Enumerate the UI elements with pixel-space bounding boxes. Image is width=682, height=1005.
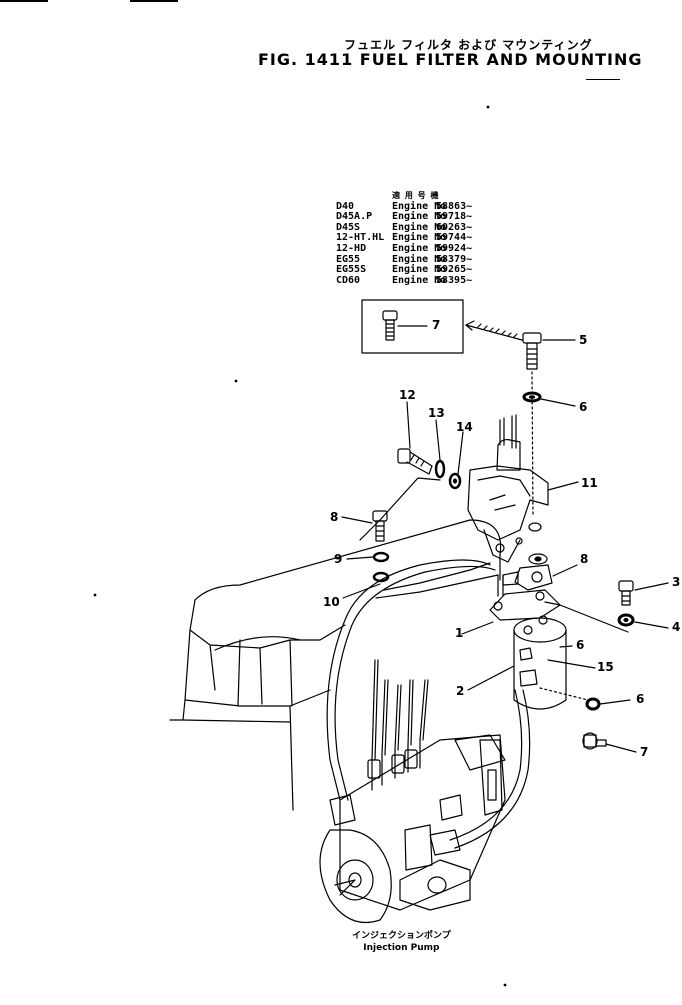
serial-table-header: 適 用 号 機	[392, 191, 439, 200]
top-edge-line-left	[0, 0, 48, 2]
callout-6-low: 6	[636, 692, 645, 706]
leader-12	[406, 401, 411, 449]
alignment-line-low	[539, 687, 589, 701]
callout-15: 15	[597, 660, 614, 674]
alignment-line	[531, 371, 534, 516]
callout-8-right: 8	[580, 552, 589, 566]
top-edge-line-right	[130, 0, 178, 2]
injection-pump-icon	[319, 659, 506, 924]
title-underline	[586, 79, 620, 80]
callout-2: 2	[456, 684, 465, 698]
washer-6-low-icon	[585, 697, 601, 711]
leader-13	[435, 419, 441, 461]
callout-14: 14	[456, 420, 473, 434]
fuel-filter-icon	[513, 615, 567, 710]
callout-8-left: 8	[330, 510, 339, 524]
leader-6-top	[540, 398, 576, 407]
leader-7-low	[605, 743, 637, 753]
callout-4: 4	[672, 620, 681, 634]
callout-11: 11	[581, 476, 598, 490]
callout-7-inset: 7	[432, 318, 441, 332]
washer-4-icon	[617, 613, 635, 627]
explode-line	[359, 477, 441, 541]
leader-14	[457, 431, 464, 475]
leader-4	[634, 621, 669, 629]
engine-block-outline	[169, 519, 502, 811]
bolt-7-low-icon	[582, 732, 607, 750]
leader-11	[547, 481, 579, 491]
washer-10-icon	[372, 571, 390, 583]
caption-english: Injection Pump	[363, 943, 440, 953]
leader-8-left	[341, 516, 373, 524]
bolt-5-icon	[522, 332, 542, 370]
callout-6-top: 6	[579, 400, 588, 414]
inset-arrow	[465, 320, 523, 341]
callout-1: 1	[455, 626, 464, 640]
leader-6-low	[599, 699, 631, 705]
filter-bracket-icon	[489, 589, 629, 633]
bracket-line-2	[375, 574, 499, 599]
inset-box	[361, 299, 464, 354]
leader-6-mid	[559, 645, 573, 648]
fitting-8-right-icon	[502, 553, 553, 591]
bolt-8-left-icon	[372, 510, 388, 542]
callout-6-mid: 6	[576, 638, 585, 652]
leader-9	[346, 556, 374, 560]
title-japanese: フュエル フィルタ および マウンティング	[344, 38, 593, 52]
caption-japanese: インジェクションポンプ	[352, 931, 451, 941]
leader-2	[467, 665, 515, 691]
callout-13: 13	[428, 406, 445, 420]
page-title: FIG. 1411 FUEL FILTER AND MOUNTING	[258, 50, 643, 69]
callout-9: 9	[334, 552, 343, 566]
bolt-3-icon	[618, 580, 634, 606]
callout-10: 10	[323, 595, 340, 609]
leader-3	[634, 582, 669, 591]
callout-3: 3	[672, 575, 681, 589]
leader-1	[461, 621, 494, 635]
leader-8-right	[552, 564, 578, 577]
leader-10	[342, 583, 381, 599]
washer-13-icon	[434, 459, 446, 479]
washer-14-icon	[448, 472, 462, 490]
inset-bolt-icon	[382, 310, 428, 341]
leader-15	[547, 659, 596, 669]
callout-5: 5	[579, 333, 588, 347]
fuel-pipe-lines	[326, 559, 531, 849]
injection-pump-caption: インジェクションポンプ Injection Pump	[352, 930, 451, 954]
washer-9-icon	[372, 551, 390, 563]
filter-head-icon	[467, 414, 549, 563]
callout-12: 12	[399, 388, 416, 402]
bolt-12-icon	[397, 448, 433, 475]
callout-7-low: 7	[640, 745, 649, 759]
